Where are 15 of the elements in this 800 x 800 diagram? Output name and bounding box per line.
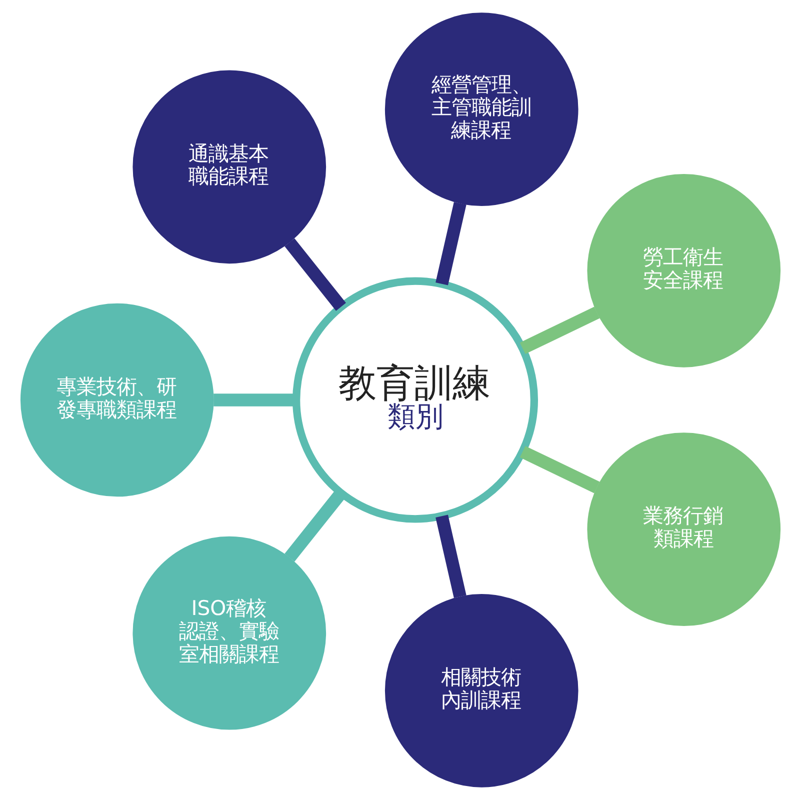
- connector: [213, 394, 296, 406]
- node-circle: 業務行銷類課程: [586, 432, 780, 626]
- node-circle: 專業技術、研發專職類課程: [20, 303, 214, 497]
- connector: [284, 238, 346, 311]
- node-circle: 通識基本職能課程: [132, 70, 326, 264]
- connector: [435, 514, 466, 598]
- connector: [284, 489, 346, 562]
- connector: [519, 446, 600, 494]
- connector: [519, 306, 600, 354]
- node-circle: 相關技術內訓課程: [384, 594, 578, 788]
- node-circle: 經營管理、主管職能訓練課程: [384, 12, 578, 206]
- connector: [435, 202, 466, 286]
- node-circle: ISO稽核認證、實驗室相關課程: [132, 536, 326, 730]
- node-circle: 勞工衛生安全課程: [586, 174, 780, 368]
- node-circle: 教育訓練 類別: [292, 277, 538, 523]
